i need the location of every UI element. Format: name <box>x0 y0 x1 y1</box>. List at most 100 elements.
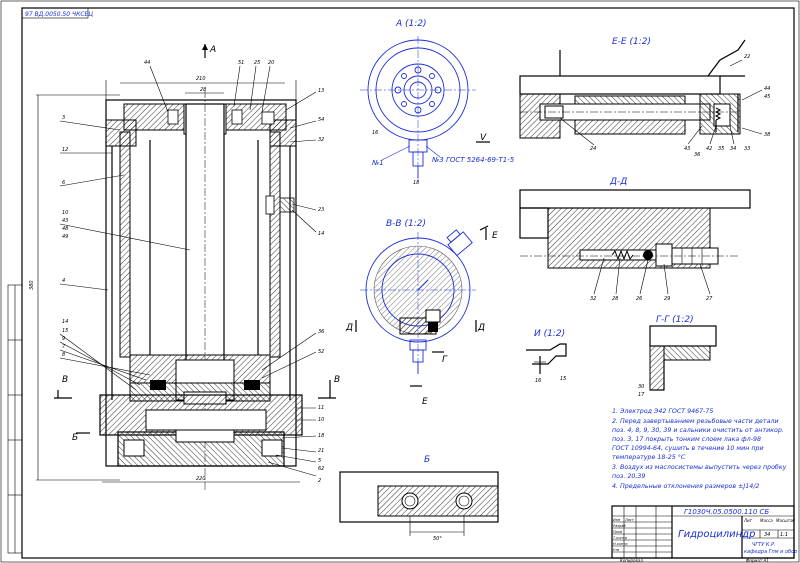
view-a-label: А (1:2) <box>395 19 427 29</box>
callout-right-7: 10 <box>318 417 324 423</box>
title-block: Г1030Ч.05.0500.110 СБ Гидроцилиндр Изм Л… <box>611 505 797 563</box>
view-b: Б 50° <box>339 455 499 542</box>
stamp-row-6: Утв <box>613 548 619 552</box>
ee-callout-4: 24 <box>590 146 596 152</box>
dim-28: 28 <box>200 87 206 93</box>
dd-callout-2: 26 <box>636 296 642 302</box>
dd-callout-0: 32 <box>590 296 596 302</box>
vv-mark-e-bottom: Е <box>422 397 428 407</box>
callout-left-5: 48 <box>62 226 68 232</box>
ee-callout-1: 44 <box>764 86 770 92</box>
callout-left-6: 49 <box>62 234 68 240</box>
svg-text:Б: Б <box>72 433 78 443</box>
callout-right-10: 5 <box>318 458 321 464</box>
view-i-c1: 16 <box>535 378 541 384</box>
stamp-letters: Лит <box>743 518 753 523</box>
ee-callout-2: 45 <box>764 94 770 100</box>
section-marker-a: А <box>202 44 216 58</box>
note-1: 2. Перед завертыванием резьбовые части д… <box>612 417 779 425</box>
vv-mark-d-right: Д <box>477 323 485 333</box>
callout-right-9: 21 <box>318 448 324 454</box>
callout-top-4: 13 <box>318 88 324 94</box>
dim-380: 380 <box>29 280 35 290</box>
callout-top-0: 44 <box>144 60 150 66</box>
stamp-scale-value: 1:1 <box>780 532 788 538</box>
vv-mark-d-left: Д <box>345 323 353 333</box>
ee-callout-8: 35 <box>718 146 724 152</box>
svg-text:А: А <box>209 45 216 55</box>
technical-notes: 1. Электрод Э42 ГОСТ 9467-75 2. Перед за… <box>612 408 787 490</box>
svg-text:В: В <box>334 375 340 385</box>
view-vv-label: В-В (1:2) <box>386 219 426 229</box>
callout-right-11: 62 <box>318 466 324 472</box>
view-dd-label: Д-Д <box>609 177 627 187</box>
note-5: температуре 18-25 °С <box>612 453 686 461</box>
view-vv: В-В (1:2) Е Д Д Г Е <box>345 219 498 407</box>
note-7: поз. 20,39 <box>612 473 645 480</box>
dim-18: 18 <box>413 180 419 186</box>
dim-210: 210 <box>196 76 206 82</box>
note-3: поз. 3, 17 покрыть тонким слоем лака фл-… <box>612 436 761 443</box>
vv-mark-e-top: Е <box>492 231 498 241</box>
callout-left-8: 14 <box>62 319 68 325</box>
view-i-c2: 15 <box>560 376 566 382</box>
callout-top-1: 51 <box>238 60 244 66</box>
copied-label: Копировал <box>620 558 643 563</box>
dim-50: 50° <box>433 536 442 542</box>
note-8: 4. Предельные отклонения размеров ±J14/2 <box>612 483 759 490</box>
note-0: 1. Электрод Э42 ГОСТ 9467-75 <box>612 408 713 415</box>
org-line-2: кафедра Гпм и обор <box>744 549 797 555</box>
section-marker-v-right: В <box>318 375 340 399</box>
view-a-gost: №3 ГОСТ 5264-69-Т1-5 <box>431 156 515 164</box>
dd-callout-1: 28 <box>612 296 618 302</box>
callout-right-6: 11 <box>318 405 324 411</box>
ee-callout-6: 36 <box>694 152 700 158</box>
stamp-row-4: Т.контр <box>613 536 628 540</box>
view-i-label: И (1:2) <box>534 329 565 339</box>
callout-right-2: 23 <box>318 207 324 213</box>
section-marker-v-left: В <box>54 375 72 399</box>
callout-right-3: 14 <box>318 231 324 237</box>
ee-callout-0: 22 <box>744 54 750 60</box>
left-callouts <box>59 120 191 391</box>
dd-callout-3: 29 <box>664 296 670 302</box>
callout-left-1: 12 <box>62 147 68 153</box>
stamp-scale: Масштаб <box>776 518 796 523</box>
title-name: Гидроцилиндр <box>678 529 755 540</box>
stamp-row-5: Н.контр <box>613 542 628 546</box>
note-2: поз. 4, 8, 9, 30, 39 и сальники очистить… <box>612 427 784 434</box>
ee-callout-7: 42 <box>706 146 712 152</box>
view-i: И (1:2) 16 15 <box>526 329 567 384</box>
main-cylinder-section: 210 28 380 220 <box>29 44 340 490</box>
note-4: ГОСТ 10994-64, сушить в течение 10 мин п… <box>612 445 764 452</box>
callout-left-3: 10 <box>62 210 68 216</box>
stamp-mass: Масса <box>760 518 773 523</box>
ee-callout-5: 43 <box>684 146 690 152</box>
view-a: А (1:2) 16 18 №1 №3 ГОСТ 5264-69-Т1-5 V <box>360 19 515 186</box>
callout-left-0: 3 <box>62 115 65 121</box>
callout-left-4: 43 <box>62 218 68 224</box>
view-gg-label: Г-Г (1:2) <box>656 315 694 325</box>
dim-220: 220 <box>196 476 206 482</box>
callout-left-7: 4 <box>62 278 65 284</box>
dd-callout-4: 27 <box>706 296 713 302</box>
sheet-number: 34 <box>764 532 770 538</box>
title-code: Г1030Ч.05.0500.110 СБ <box>684 508 769 516</box>
format-label: Формат А1 <box>746 558 769 563</box>
callout-right-8: 18 <box>318 433 324 439</box>
org-line-1: ЧГТУ К.Р. <box>752 542 776 548</box>
note-6: 3. Воздух из маслосистемы выпустить чере… <box>612 463 787 471</box>
view-gg: Г-Г (1:2) 30 17 <box>638 315 717 398</box>
ee-callout-3: 38 <box>764 132 770 138</box>
view-gg-c1: 30 <box>638 384 644 390</box>
view-a-n1: №1 <box>371 159 384 167</box>
callout-right-4: 36 <box>318 329 324 335</box>
stamp-row-3: Пров <box>613 530 622 534</box>
callout-top-3: 20 <box>268 60 274 66</box>
callout-top-2: 25 <box>254 60 260 66</box>
vv-mark-g: Г <box>442 355 448 365</box>
callout-right-1: 32 <box>318 137 324 143</box>
view-ee-label: Е-Е (1:2) <box>612 37 651 47</box>
callout-left-12: 8 <box>62 352 65 358</box>
